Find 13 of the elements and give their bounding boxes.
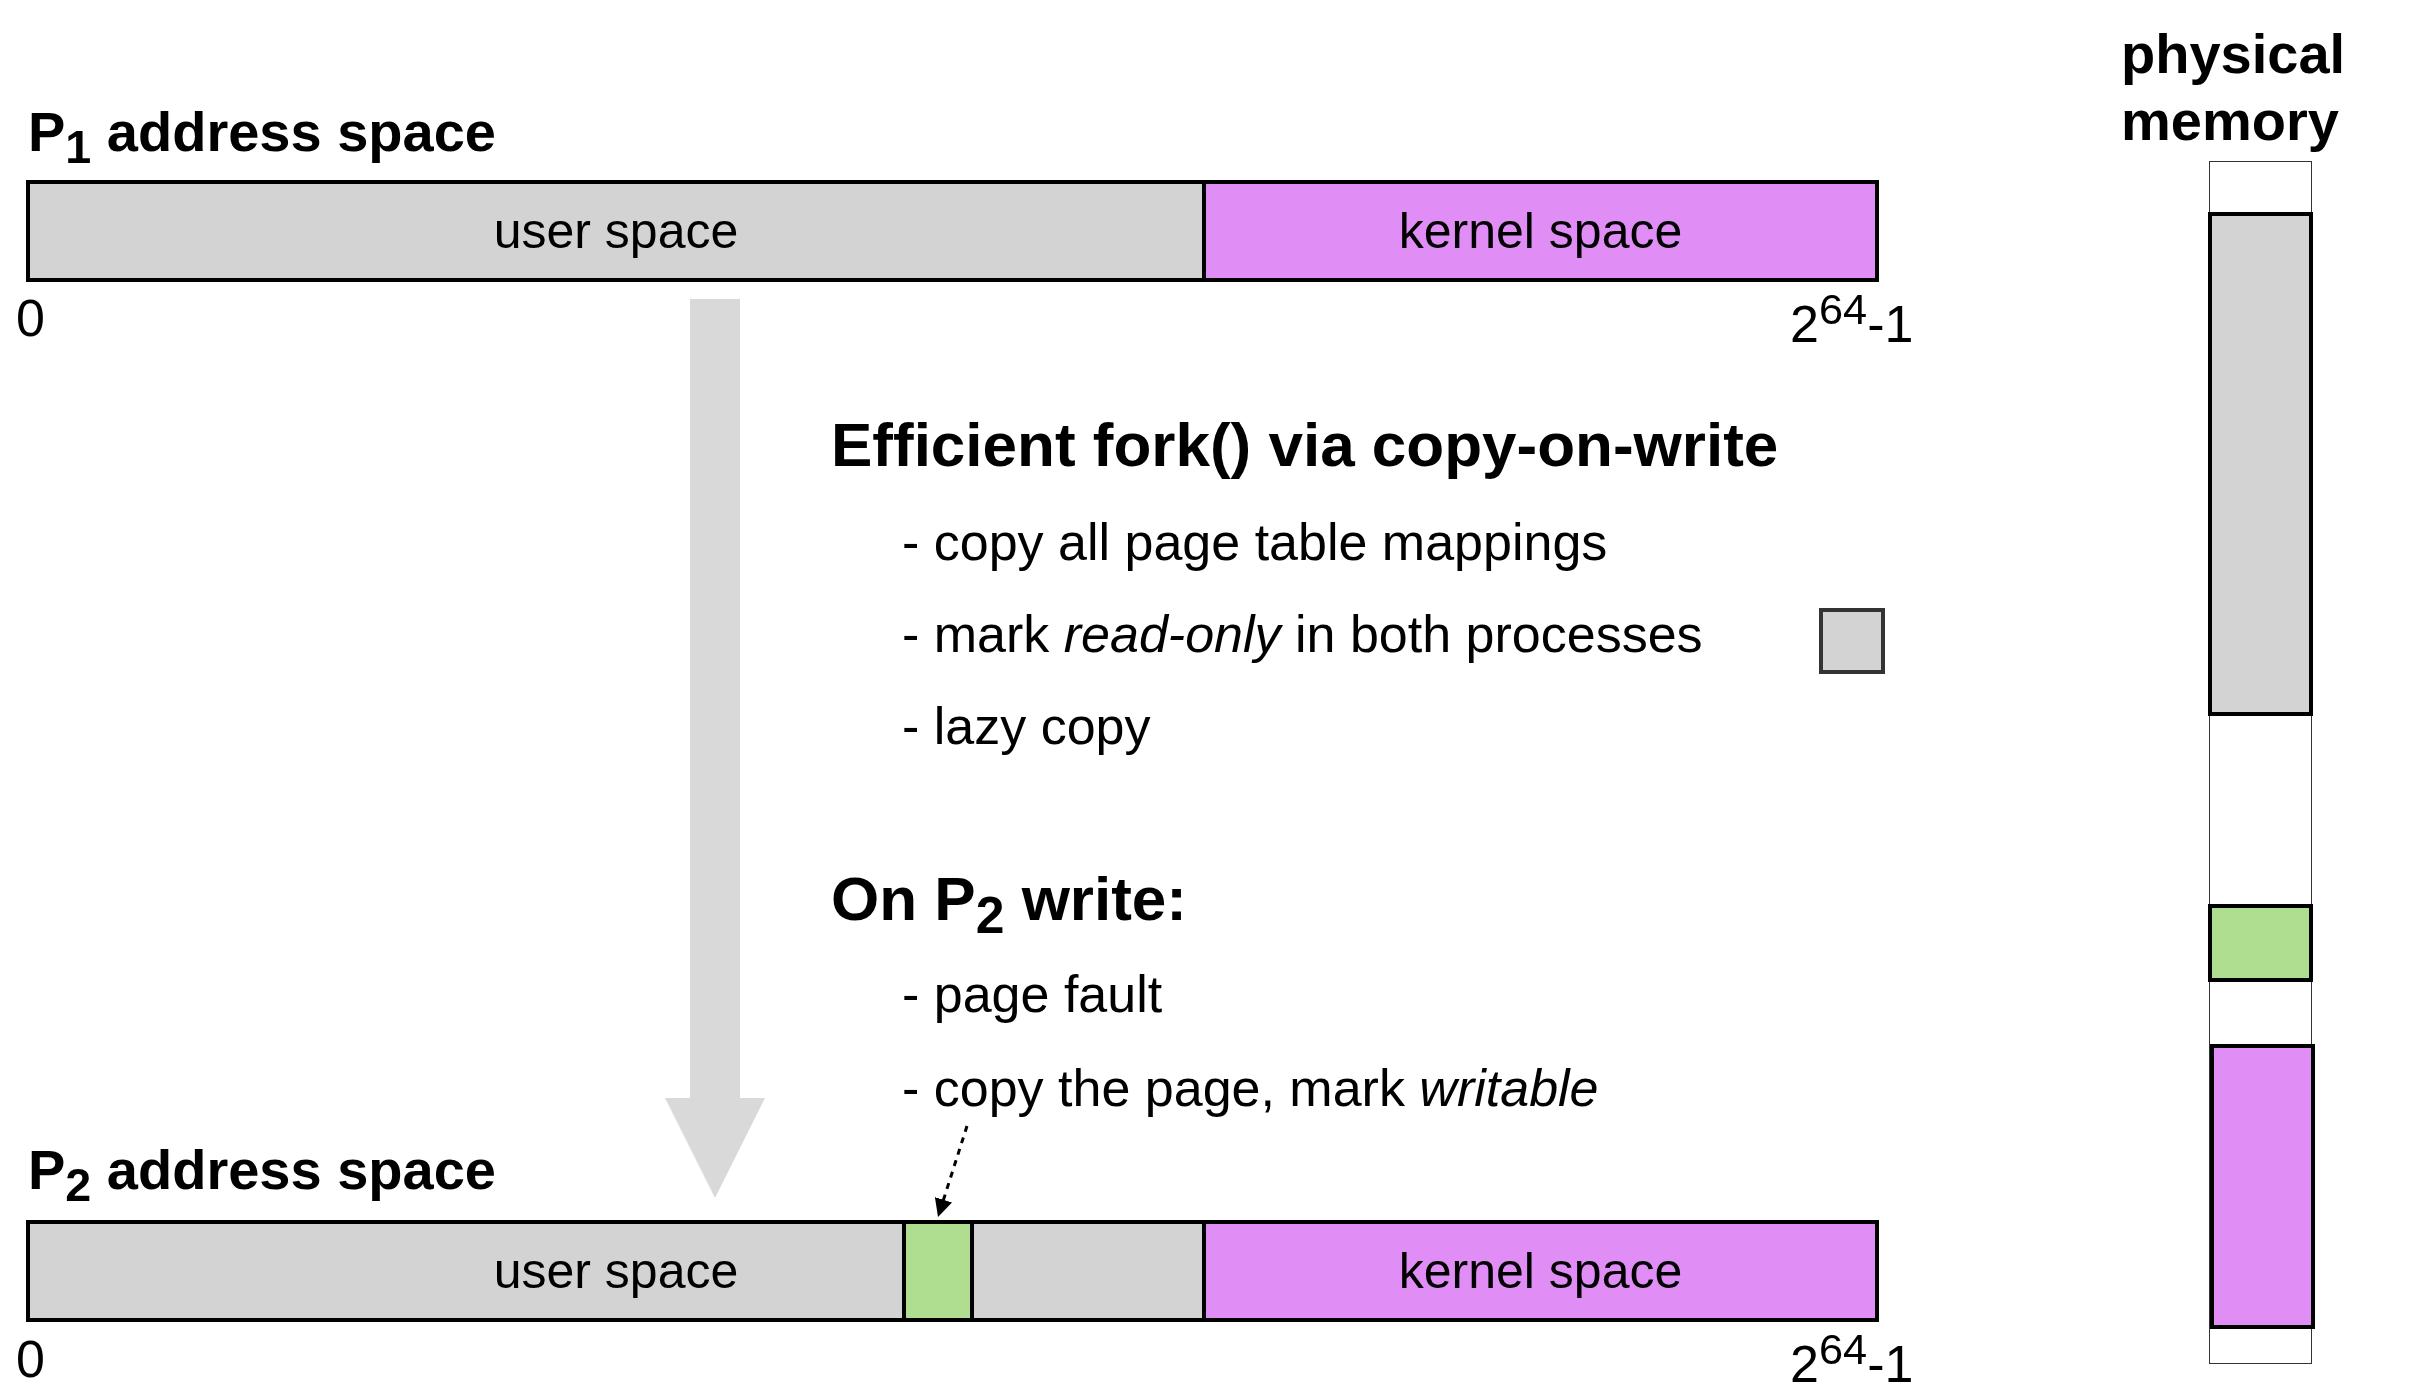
shared-page-block	[2208, 212, 2313, 716]
column-heading: physical memory	[2121, 21, 2347, 155]
section-heading: On P$_{2}$ write:	[831, 868, 1187, 943]
address-label: 2$^{64}$-1	[1790, 1328, 1914, 1385]
address-label: 2$^{64}$-1	[1790, 288, 1914, 351]
kernel-memory-block	[2210, 1044, 2315, 1329]
copied-page-block	[2208, 904, 2313, 982]
address-space-heading: P$_{2}$ address space	[28, 1142, 496, 1209]
fork-arrow	[665, 299, 765, 1198]
address-label: 0	[16, 1333, 45, 1385]
address-label: 0	[16, 292, 45, 344]
dotted-arrow	[934, 1125, 969, 1218]
address-space-heading: P$_{1}$ address space	[28, 104, 496, 171]
